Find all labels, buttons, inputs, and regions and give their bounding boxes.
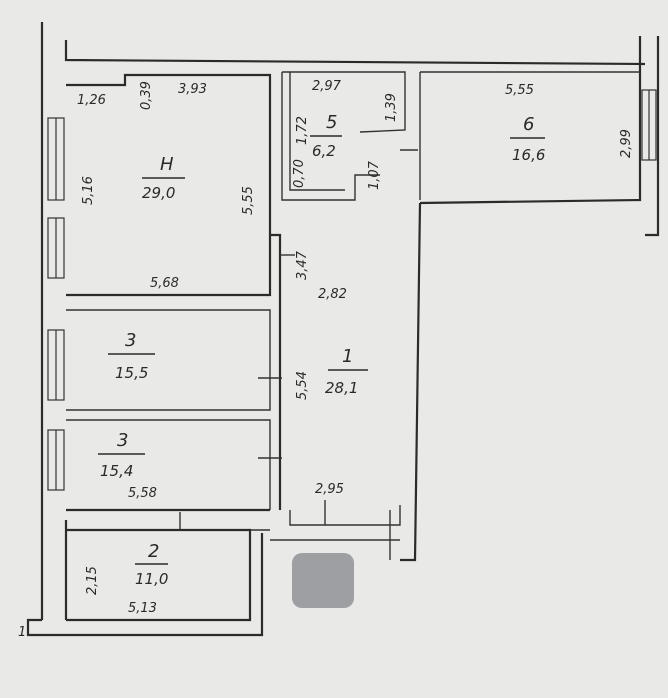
dimension-label: 2,97 [312, 79, 342, 94]
room-area-1: 28,1 [325, 379, 358, 397]
room-number-3b: 3 [117, 430, 128, 451]
interior-walls [66, 71, 640, 622]
room-area-3b: 15,4 [100, 462, 133, 480]
dimension-label: 2,95 [315, 482, 344, 497]
dimension-label: 1 [18, 625, 26, 640]
room-area-4: 29,0 [142, 184, 175, 202]
windows [47, 89, 657, 491]
outer-walls [26, 22, 660, 637]
room-number-4: Н [160, 154, 174, 175]
room-area-5: 6,2 [312, 142, 336, 160]
room-number-6: 6 [523, 114, 534, 135]
dimension-label: 5,55 [241, 186, 256, 215]
door-marks [258, 254, 326, 525]
dimension-label: 1,26 [77, 93, 106, 108]
dimension-label: 5,54 [295, 371, 310, 400]
room-area-6: 16,6 [512, 146, 545, 164]
room-number-5: 5 [326, 112, 337, 133]
dimension-label: 2,82 [318, 287, 347, 302]
dimension-label: 5,58 [128, 486, 157, 501]
room-area-3a: 15,5 [115, 364, 148, 382]
room-number-2: 2 [148, 541, 159, 562]
room-number-1: 1 [342, 346, 353, 367]
dimension-label: 5,55 [505, 83, 534, 98]
dimension-label: 3,93 [178, 82, 207, 97]
dimension-label: 3,47 [295, 250, 310, 280]
redacted-patch [292, 553, 354, 608]
dimension-label: 0,70 [292, 159, 307, 188]
room-number-3a: 3 [125, 330, 136, 351]
dimension-label: 5,13 [128, 601, 157, 616]
dimension-label: 2,99 [619, 129, 634, 158]
dimension-label: 5,68 [150, 276, 179, 291]
dimension-label: 0,39 [139, 81, 154, 110]
dimension-label: 1,39 [384, 93, 399, 122]
dimension-label: 1,72 [295, 116, 310, 145]
dimension-label: 5,16 [81, 176, 96, 205]
room-area-2: 11,0 [135, 570, 168, 588]
dimension-label: 2,15 [85, 566, 100, 595]
dimension-label: 1,07 [367, 160, 382, 190]
